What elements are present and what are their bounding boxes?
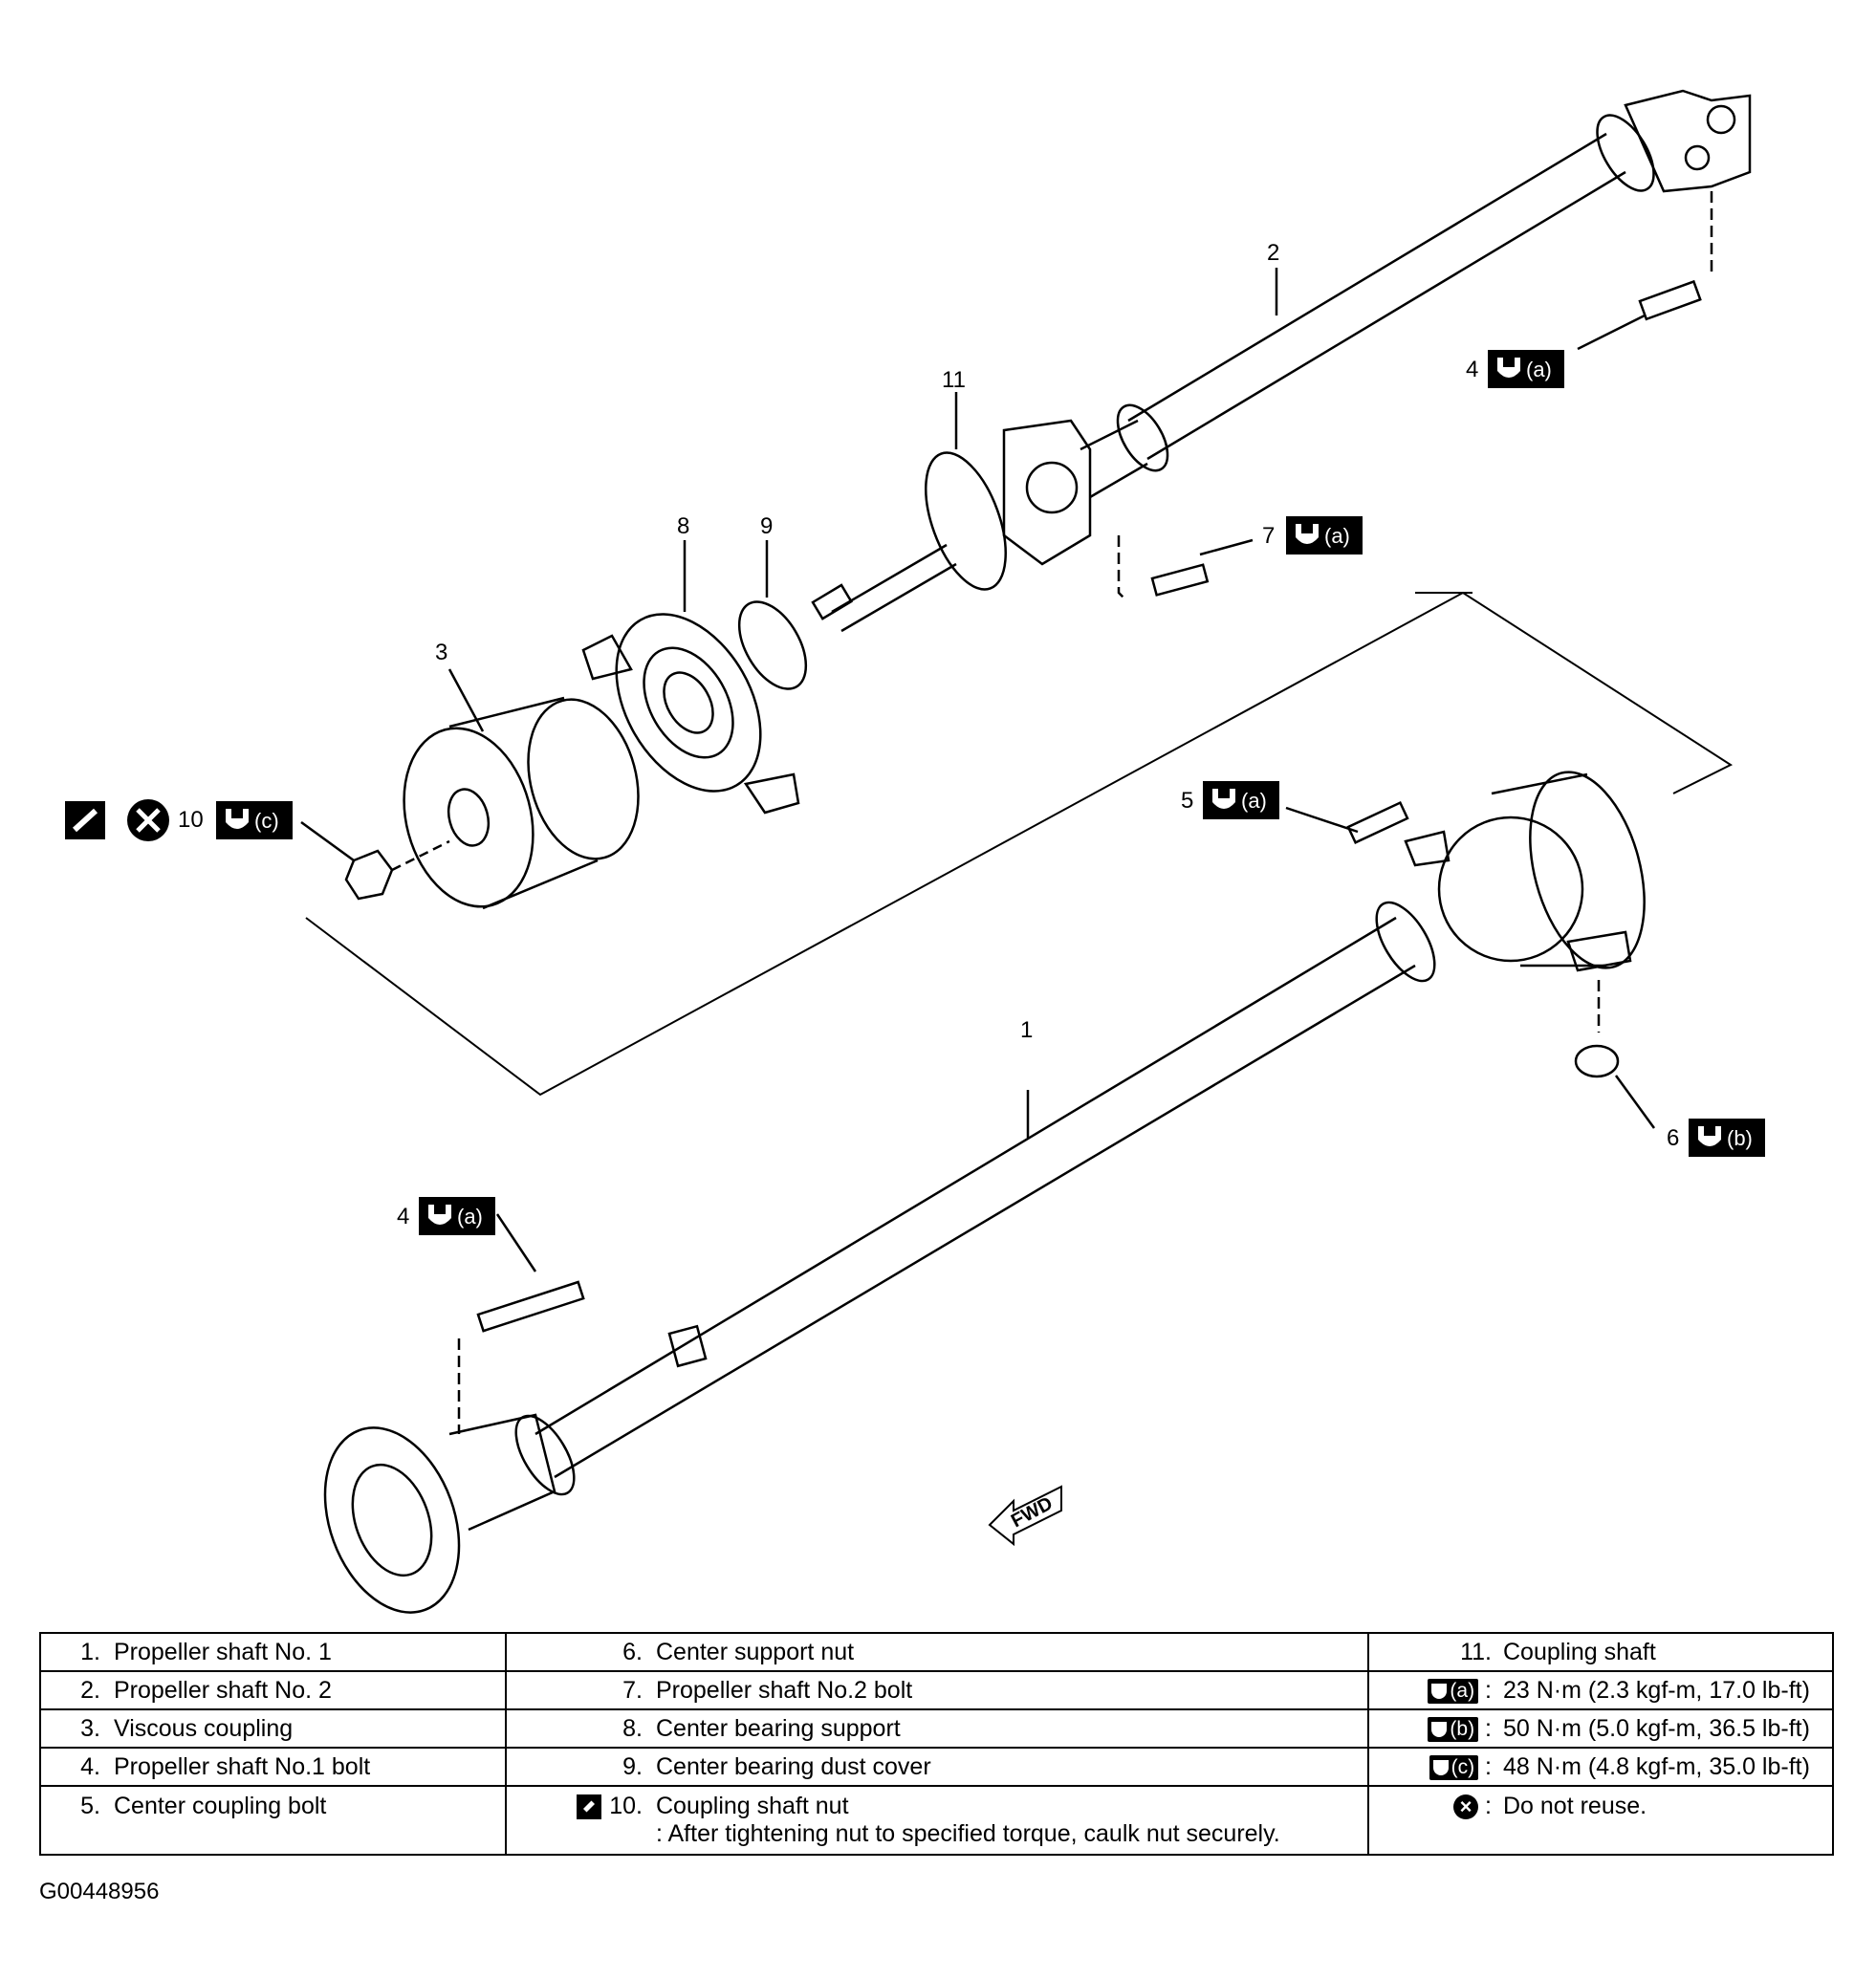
torque-symbol-4-upper: (a) [1488, 350, 1564, 388]
caulk-icon [577, 1794, 602, 1820]
callout-4-lower: 4 [397, 1204, 409, 1229]
callout-9: 9 [760, 513, 773, 539]
parts-legend-table: 1.Propeller shaft No. 1 6.Center support… [39, 1632, 1834, 1856]
fwd-arrow [988, 1485, 1062, 1547]
torque-spec-icon: (b) [1428, 1716, 1479, 1742]
callout-6: 6 [1667, 1125, 1679, 1151]
torque-symbol-6: (b) [1689, 1119, 1765, 1157]
center-support-nut [1574, 1044, 1620, 1078]
center-bearing-dust-cover [737, 600, 808, 690]
center-coupling-bolt [1346, 800, 1409, 844]
svg-text:(a): (a) [1241, 789, 1267, 813]
viscous-coupling [403, 696, 640, 910]
propeller-shaft-no1-bolt-upper [1638, 279, 1702, 321]
callout-5: 5 [1181, 788, 1193, 814]
do-not-reuse-icon: × [1453, 1794, 1479, 1820]
coupling-shaft [811, 419, 1148, 633]
do-not-reuse-icon [127, 799, 169, 841]
coupling-shaft-nut [344, 849, 394, 901]
torque-symbol-7: (a) [1286, 516, 1363, 555]
figure-code: G00448956 [39, 1879, 160, 1904]
legend-text: Coupling shaft [1503, 1638, 1656, 1665]
svg-text:(a): (a) [457, 1205, 483, 1229]
table-row: 2.Propeller shaft No. 2 7.Propeller shaf… [39, 1670, 1834, 1710]
callout-1: 1 [1020, 1017, 1033, 1043]
callout-4-upper: 4 [1466, 357, 1478, 382]
svg-text:(a): (a) [1526, 358, 1552, 381]
torque-symbol-10: (c) [216, 801, 293, 839]
svg-text:(b): (b) [1727, 1126, 1753, 1150]
callout-3: 3 [435, 640, 447, 665]
exploded-propeller-shaft-diagram: 1 2 3 4 4 5 6 7 8 9 10 11 (a) (a) (a) (b… [65, 89, 1765, 1614]
caulk-icon [65, 801, 105, 839]
callout-10: 10 [178, 807, 204, 833]
callout-7: 7 [1262, 523, 1275, 549]
propeller-shaft-no2-bolt [1150, 563, 1210, 597]
caulk-note: : After tightening nut to specified torq… [656, 1820, 1280, 1847]
svg-text:(a): (a) [1324, 524, 1350, 548]
torque-spec-icon: (a) [1428, 1678, 1479, 1704]
table-row: 5.Center coupling bolt 10.Coupling shaft… [39, 1785, 1834, 1856]
legend-text: Center support nut [656, 1638, 855, 1665]
torque-symbol-4-lower: (a) [419, 1197, 495, 1235]
torque-spec-icon: (c) [1429, 1754, 1479, 1780]
propeller-shaft-no2 [1116, 89, 1752, 472]
center-bearing-support [581, 613, 800, 815]
svg-text:(c): (c) [254, 809, 279, 833]
callout-11: 11 [942, 367, 966, 393]
table-row: 4.Propeller shaft No.1 bolt 9.Center bea… [39, 1747, 1834, 1787]
propeller-shaft-no1-bolt-lower [476, 1280, 585, 1333]
table-row: 1.Propeller shaft No. 1 6.Center support… [39, 1632, 1834, 1672]
table-row: 3.Viscous coupling 8.Center bearing supp… [39, 1708, 1834, 1749]
callout-8: 8 [677, 513, 689, 539]
torque-symbol-5: (a) [1203, 781, 1279, 819]
legend-text: Propeller shaft No. 1 [114, 1638, 332, 1665]
propeller-shaft-no1 [323, 771, 1646, 1614]
callout-2: 2 [1267, 240, 1279, 266]
